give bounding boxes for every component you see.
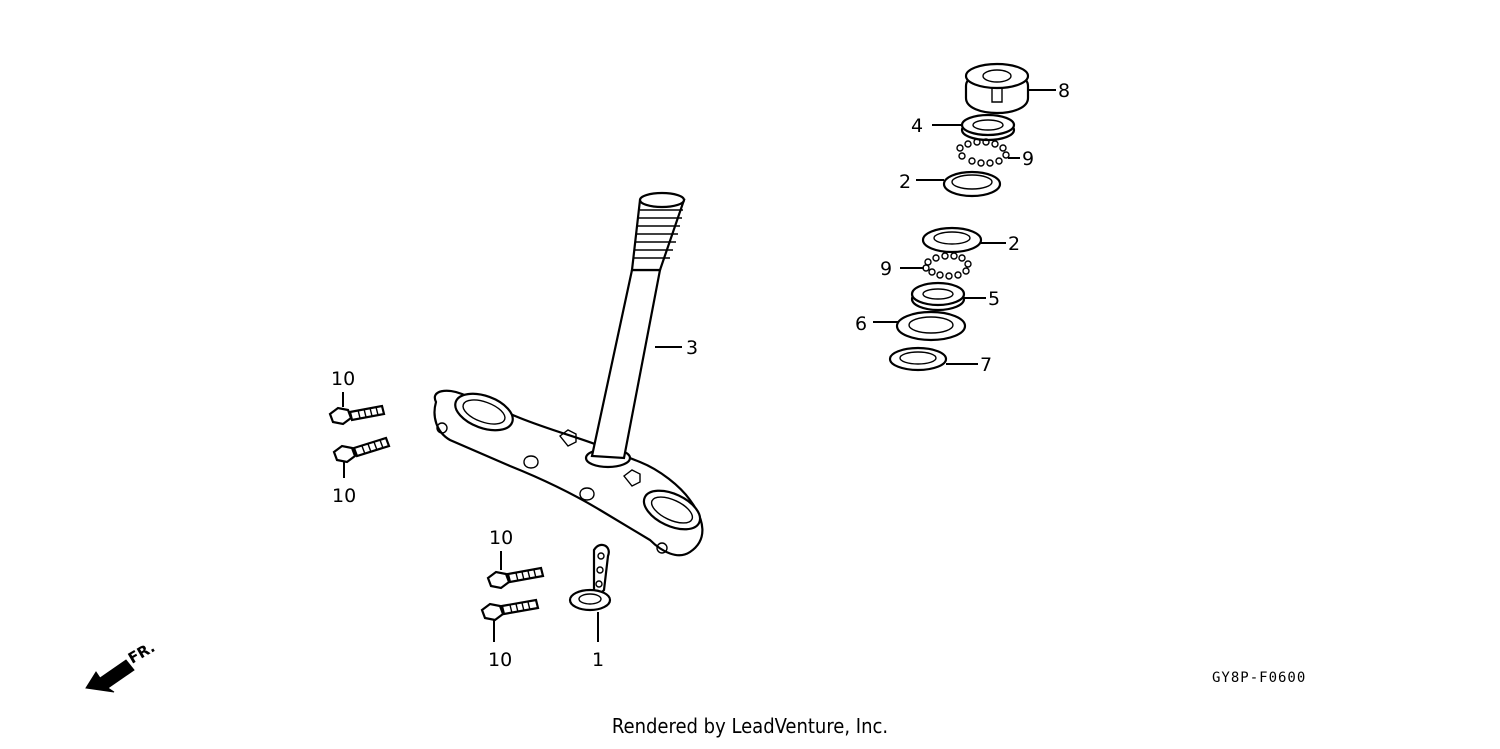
steel-ball-set-lower-part[interactable] [922, 252, 972, 280]
dust-seal-part[interactable] [895, 310, 967, 342]
upper-ball-race-part[interactable] [942, 170, 1002, 198]
callout-10-bottom-left: 10 [332, 485, 356, 507]
dust-seal-washer-part[interactable] [888, 346, 948, 372]
credit-footer: Rendered by LeadVenture, Inc. [611, 714, 889, 738]
callout-10-lower-bottom: 10 [488, 649, 512, 671]
callout-9-lower: 9 [880, 258, 892, 280]
callout-6: 6 [855, 313, 867, 335]
bottom-cone-race-part[interactable] [910, 281, 966, 312]
flange-bolt-lower-b[interactable] [480, 598, 540, 622]
flange-bolt-lower-a[interactable] [486, 566, 545, 590]
callout-7: 7 [980, 354, 992, 376]
callout-9-upper: 9 [1022, 148, 1034, 170]
callout-5: 5 [988, 288, 1000, 310]
steel-ball-set-upper-part[interactable] [956, 138, 1010, 167]
callout-8: 8 [1058, 80, 1070, 102]
diagram-code: GY8P-F0600 [1212, 670, 1306, 686]
front-direction-arrow-icon [85, 659, 135, 693]
callout-10-lower-top: 10 [489, 527, 513, 549]
callout-3: 3 [686, 337, 698, 359]
callout-10-top-left: 10 [331, 368, 355, 390]
callout-2-upper: 2 [899, 171, 911, 193]
brake-hose-clamp-part[interactable] [568, 543, 612, 612]
steering-stem-nut-part[interactable] [964, 62, 1030, 114]
flange-bolt-upper-left-b[interactable] [332, 436, 391, 464]
callout-2-lower: 2 [1008, 233, 1020, 255]
callout-4: 4 [911, 115, 923, 137]
steering-stem-part[interactable] [433, 191, 706, 557]
front-label: FR. [125, 638, 158, 667]
lower-ball-race-part[interactable] [921, 226, 983, 254]
callout-1: 1 [592, 649, 604, 671]
flange-bolt-upper-left-a[interactable] [328, 404, 386, 426]
top-cone-race-part[interactable] [960, 113, 1016, 142]
